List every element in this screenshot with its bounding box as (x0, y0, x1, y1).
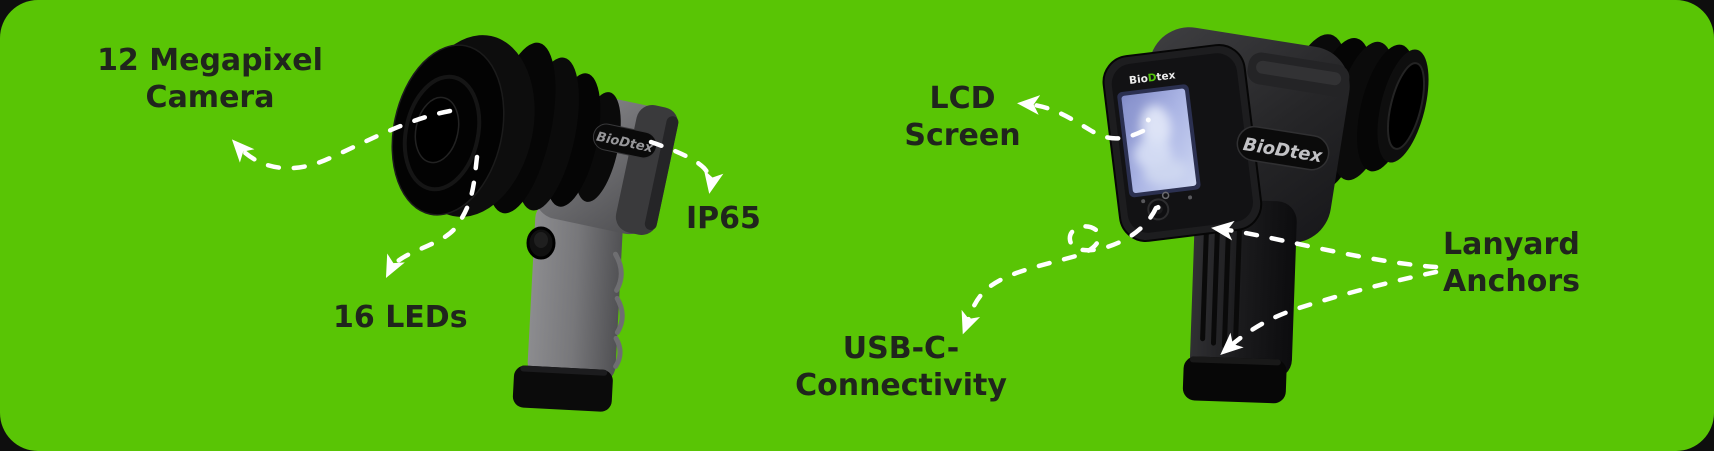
label-line: Lanyard (1443, 227, 1580, 262)
right-device-brand-logo: BioDtex (1128, 69, 1176, 87)
right-device-base-cap (1182, 356, 1287, 404)
right-device-handle (1182, 199, 1297, 404)
left-device-rear-cap (615, 105, 679, 235)
left-device: BioDtex (391, 35, 679, 412)
label-line: Camera (145, 80, 275, 115)
label-usb-c-connectivity: USB-C- Connectivity (770, 330, 1032, 404)
arrow-lcd-screen-icon (1017, 95, 1146, 141)
lcd-glint (1145, 117, 1151, 123)
right-device-brand-capsule: BioDtex (1236, 125, 1330, 171)
left-device-brand-capsule: BioDtex (592, 123, 658, 159)
right-device-base-seam (1189, 356, 1281, 366)
label-line: 12 Megapixel (97, 43, 323, 78)
label-megapixel-camera: 12 Megapixel Camera (60, 42, 360, 116)
panel-indicator-left (1141, 199, 1146, 204)
arrow-ip65-icon (648, 139, 724, 194)
lcd-screen-image (1122, 99, 1188, 186)
arrow-lanyard-bottom-icon (1220, 269, 1439, 355)
right-device-grip-ribs (1200, 222, 1242, 350)
left-device-base-cap (512, 365, 613, 412)
label-lanyard-anchors: Lanyard Anchors (1443, 226, 1580, 300)
arrow-usb-c-icon (961, 205, 1159, 335)
label-line: USB-C- (842, 331, 960, 366)
arrow-lanyard-top-icon (1211, 220, 1439, 270)
label-ip65: IP65 (686, 200, 761, 237)
arrow-leds-icon (385, 154, 480, 279)
left-device-rear-rim (644, 116, 679, 230)
arrow-megapixel-camera-icon (231, 108, 453, 171)
right-device: BioDtex BioDtex (1102, 27, 1429, 404)
left-device-lens-head (391, 35, 621, 217)
label-line: Connectivity (795, 368, 1007, 403)
label-line: LCD (929, 81, 996, 116)
label-line: 16 LEDs (333, 300, 468, 335)
right-device-top-groove (1256, 60, 1342, 86)
panel-indicator-right (1188, 195, 1193, 200)
left-device-button-inner (534, 232, 548, 248)
label-leds: 16 LEDs (333, 299, 468, 336)
label-line: Anchors (1443, 264, 1580, 299)
panel-indicator-center (1161, 191, 1170, 200)
label-line: IP65 (686, 201, 761, 236)
right-device-back-panel: BioDtex (1102, 43, 1263, 242)
callout-arrows (231, 95, 1439, 355)
label-line: Screen (904, 118, 1021, 153)
left-device-grip-grooves (612, 251, 625, 369)
label-lcd-screen: LCD Screen (880, 80, 1045, 154)
left-device-base-seam (520, 365, 608, 376)
